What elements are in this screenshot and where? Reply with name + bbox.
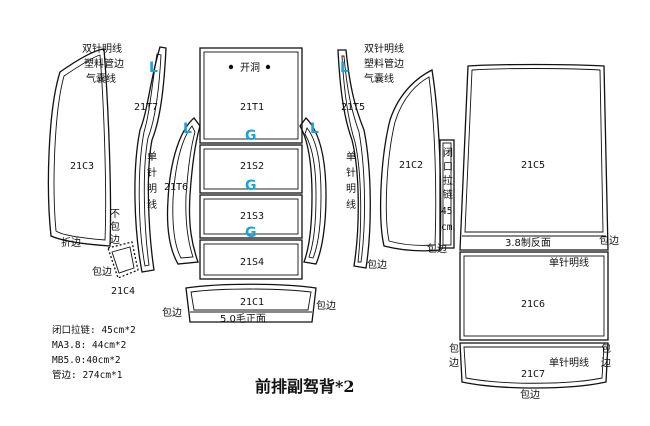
piece-label-21c1: 21C1 — [240, 297, 264, 308]
piece-label-21c2: 21C2 — [399, 160, 423, 171]
danzhen-left-4: 线 — [147, 198, 157, 211]
label-bao-c7: 包 — [449, 342, 459, 355]
label-baobian-c7: 包边 — [520, 388, 540, 401]
spec-line-2: MA3.8: 44cm*2 — [52, 340, 126, 351]
label-baobian-c4: 包边 — [92, 265, 112, 278]
marker-l-left-mid: L — [183, 121, 192, 137]
note-right-1: 双针明线 — [364, 42, 404, 55]
piece-label-21s4: 21S4 — [240, 257, 264, 268]
zipper-length: 45 — [441, 206, 452, 217]
piece-21c1: 21C1 5.0毛正面 — [185, 283, 317, 325]
danzhen-right-4: 线 — [346, 198, 356, 211]
danzhen-left-2: 针 — [147, 166, 157, 179]
label-zhebian: 折边 — [61, 236, 81, 249]
label-bian: 边 — [110, 234, 120, 246]
piece-label-21c4: 21C4 — [111, 286, 135, 297]
spec-line-1: 闭口拉链: 45cm*2 — [52, 324, 136, 336]
marker-l-left-top: L — [149, 60, 158, 76]
marker-g-s2: G — [245, 178, 257, 194]
specs-block: 闭口拉链: 45cm*2 MA3.8: 44cm*2 MB5.0:40cm*2 … — [52, 324, 136, 381]
piece-21t5: 21T5 L — [337, 49, 371, 269]
label-bian-c7-right: 边 — [601, 357, 611, 369]
label-bao-c7-right: 包 — [601, 342, 611, 355]
marker-g-s3: G — [245, 225, 257, 241]
note-right-3: 气囊线 — [364, 72, 394, 85]
spec-line-3: MB5.0:40cm*2 — [52, 355, 121, 366]
piece-zipper-strip: 闭 口 拉 链 45 cm — [439, 139, 455, 249]
label-kaidong: 开洞 — [240, 62, 260, 74]
marker-l-right-top: L — [340, 60, 349, 76]
danzhen-right-1: 单 — [346, 151, 356, 163]
hole-dot-right — [265, 64, 271, 70]
note-right-2: 塑料管边 — [364, 57, 404, 70]
piece-21t6: 21T6 L — [164, 117, 201, 265]
label-bu: 不 — [110, 209, 120, 220]
piece-21c5: 21C5 3.8制反面 — [459, 63, 609, 251]
diagram-title: 前排副驾背*2 — [255, 377, 355, 396]
notes-right: 双针明线 塑料管边 气囊线 — [364, 42, 404, 85]
piece-label-21c5: 21C5 — [521, 160, 545, 171]
piece-label-21s3: 21S3 — [240, 211, 264, 222]
zipper-label-2: 口 — [443, 162, 453, 173]
danzhen-left-1: 单 — [147, 151, 157, 163]
marker-g-t1: G — [245, 128, 257, 144]
piece-21c6: 21C6 — [459, 251, 609, 341]
label-baobian-c2-left: 包边 — [367, 258, 387, 271]
danzhen-right-3: 明 — [346, 183, 356, 195]
piece-21s3: 21S3 G — [199, 194, 303, 241]
danzhen-left: 单 针 明 线 — [147, 151, 157, 211]
zipper-unit: cm — [441, 222, 453, 233]
danzhen-right: 单 针 明 线 — [346, 151, 356, 211]
piece-label-21t1: 21T1 — [240, 102, 264, 113]
marker-l-right-mid: L — [310, 121, 319, 137]
note-left-3: 气囊线 — [86, 72, 116, 85]
hole-dot-left — [228, 64, 234, 70]
label-bian-c7: 边 — [449, 357, 459, 369]
piece-label-21t6: 21T6 — [164, 182, 188, 193]
label-bao: 包 — [110, 220, 120, 233]
zipper-label-1: 闭 — [443, 146, 453, 159]
piece-21c3: 21C3 — [47, 48, 112, 247]
label-baobian-c1-right: 包边 — [316, 299, 336, 312]
label-baobian-c5: 包边 — [599, 234, 619, 247]
piece-21s4: 21S4 — [199, 239, 303, 280]
piece-21c7: 21C7 — [459, 342, 609, 389]
piece-21c4: 21C4 — [107, 241, 139, 297]
label-danzhen-c7: 单针明线 — [549, 356, 589, 369]
piece-21c2: 21C2 — [380, 69, 442, 252]
note-left-1: 双针明线 — [82, 42, 122, 55]
label-baobian-c1-left: 包边 — [162, 306, 182, 319]
piece-label-21c6: 21C6 — [521, 299, 545, 310]
piece-label-21c3: 21C3 — [70, 161, 94, 172]
label-danzhen-c6: 单针明线 — [549, 256, 589, 269]
piece-21t7: 21T7 L — [134, 46, 167, 273]
piece-label-21s2: 21S2 — [240, 161, 264, 172]
danzhen-right-2: 针 — [346, 166, 356, 179]
note-left-2: 塑料管边 — [84, 57, 124, 70]
label-baobian-c2-right: 包边 — [427, 242, 447, 255]
piece-label-21t5: 21T5 — [341, 102, 365, 113]
zipper-label-4: 链 — [443, 188, 453, 201]
danzhen-left-3: 明 — [147, 183, 157, 195]
piece-21s2: 21S2 G — [199, 144, 303, 194]
label-mao-zhengmian: 5.0毛正面 — [220, 313, 266, 325]
notes-left: 双针明线 塑料管边 气囊线 — [82, 42, 124, 85]
piece-label-21t7: 21T7 — [134, 102, 158, 113]
piece-right-strip: L — [299, 117, 327, 265]
spec-line-4: 管边: 274cm*1 — [52, 369, 123, 381]
piece-21t1: 开洞 21T1 G — [199, 47, 303, 144]
label-zhi-fanmian: 3.8制反面 — [505, 236, 551, 249]
piece-label-21c7: 21C7 — [521, 369, 545, 380]
zipper-label-3: 拉 — [443, 174, 453, 187]
